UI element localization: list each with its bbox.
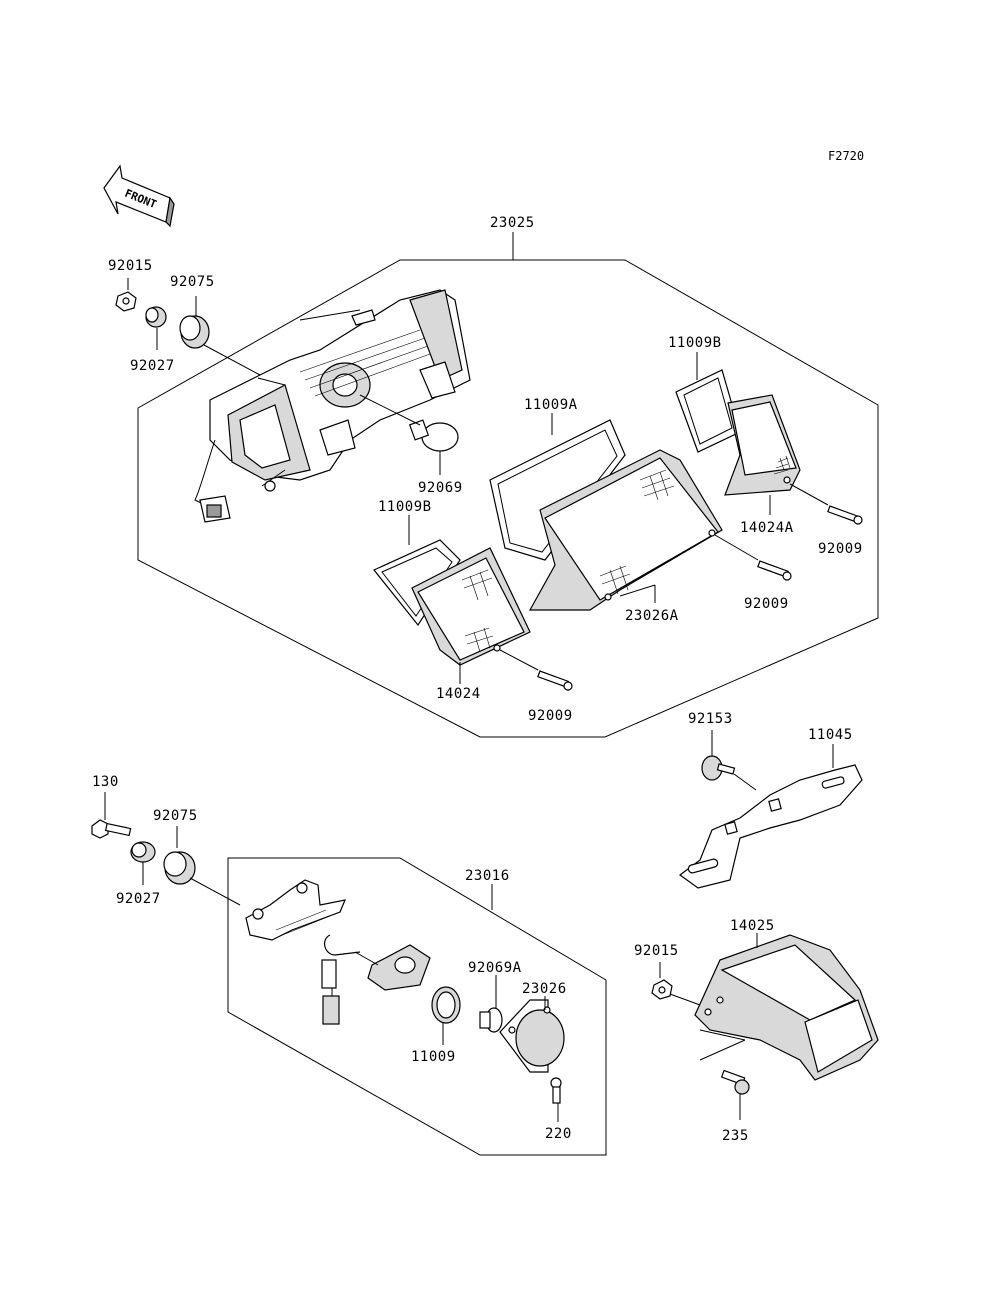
cover-14025 xyxy=(694,933,879,1081)
label-220: 220 xyxy=(545,1126,572,1142)
gasket-11009b-left xyxy=(373,515,461,627)
socket-body xyxy=(354,944,431,991)
front-arrow-icon: FRONT xyxy=(103,164,175,228)
tail-light-housing xyxy=(194,289,471,523)
label-11045: 11045 xyxy=(808,727,853,743)
label-92075-top: 92075 xyxy=(170,274,215,290)
lens-14024-left xyxy=(411,547,531,684)
screw-220 xyxy=(550,1077,562,1122)
screw-92009-right xyxy=(789,483,863,525)
grommet-92075-bottom xyxy=(163,826,241,906)
bulb-92069 xyxy=(408,419,459,475)
label-92009-right: 92009 xyxy=(818,541,863,557)
label-23026a: 23026A xyxy=(625,608,679,624)
nut-92015-top xyxy=(115,278,137,312)
label-11009b-right: 11009B xyxy=(668,335,722,351)
reference-code: F2720 xyxy=(828,149,864,163)
tail-light-assembly-group xyxy=(115,232,879,738)
bolt-130 xyxy=(91,792,132,839)
label-14024a: 14024A xyxy=(740,520,794,536)
license-light-bracket xyxy=(245,879,346,941)
label-92015-top: 92015 xyxy=(108,258,153,274)
label-11009: 11009 xyxy=(411,1049,456,1065)
screw-235 xyxy=(720,1069,750,1120)
collar-92027-bottom xyxy=(130,841,156,885)
socket-wire xyxy=(321,934,361,1025)
label-92075-bottom: 92075 xyxy=(153,808,198,824)
label-92015-bottom: 92015 xyxy=(634,943,679,959)
lens-23026a-center xyxy=(528,449,723,611)
label-14024: 14024 xyxy=(436,686,481,702)
label-92069: 92069 xyxy=(418,480,463,496)
label-23026: 23026 xyxy=(522,981,567,997)
label-92153: 92153 xyxy=(688,711,733,727)
label-92027-top: 92027 xyxy=(130,358,175,374)
label-92069a: 92069A xyxy=(468,960,522,976)
lens-23026 xyxy=(499,996,565,1073)
label-130: 130 xyxy=(92,774,119,790)
label-92009-bottom: 92009 xyxy=(528,708,573,724)
label-23016: 23016 xyxy=(465,868,510,884)
bulb-92069a xyxy=(479,975,503,1033)
collar-92027-top xyxy=(145,306,167,350)
label-235: 235 xyxy=(722,1128,749,1144)
label-92009-mid: 92009 xyxy=(744,596,789,612)
license-light-assembly-group xyxy=(227,857,607,1156)
gasket-11009 xyxy=(431,986,461,1045)
label-14025: 14025 xyxy=(730,918,775,934)
label-92027-bottom: 92027 xyxy=(116,891,161,907)
screw-92009-bottom xyxy=(499,649,573,691)
label-23025: 23025 xyxy=(490,215,535,231)
label-11009a: 11009A xyxy=(524,397,578,413)
nut-92015-bottom xyxy=(651,962,701,1006)
screw-92009-mid xyxy=(714,534,792,581)
grommet-92075-top xyxy=(179,296,261,376)
lens-14024a-right xyxy=(724,394,801,515)
label-11009b-left: 11009B xyxy=(378,499,432,515)
bolt-92153 xyxy=(701,730,757,791)
bracket-11045 xyxy=(678,744,863,889)
